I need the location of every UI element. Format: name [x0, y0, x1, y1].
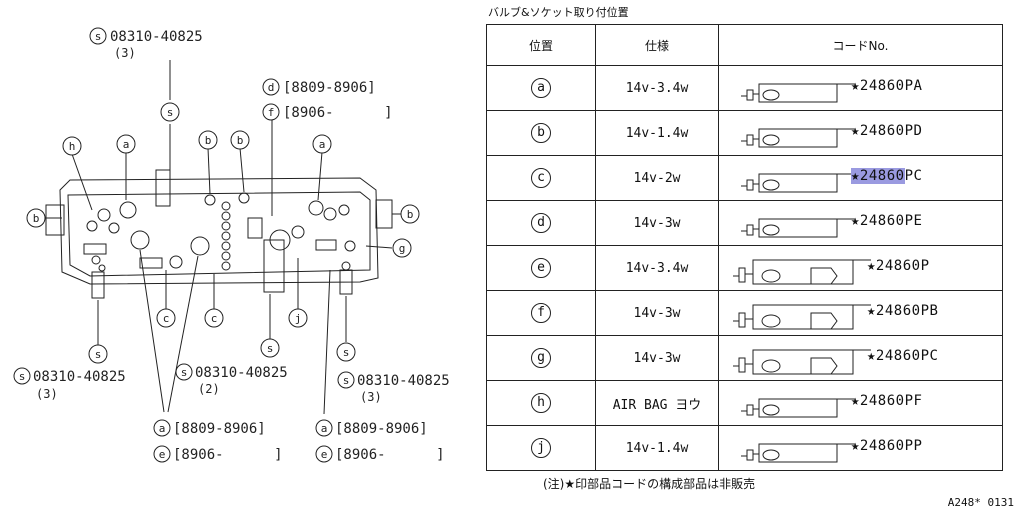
part-code: ★24860PF [851, 393, 923, 409]
callout-d-circle: d [268, 81, 275, 94]
footnote: (注)★印部品コードの構成部品は非販売 [543, 477, 756, 491]
spec-value: 14v-3w [595, 335, 719, 381]
part-code: ★24860PE [851, 213, 923, 229]
spec-value: 14v-3w [595, 290, 719, 336]
callout-s-bm-circle: s [181, 366, 188, 379]
position-marker: a [531, 78, 551, 98]
table-row: d 14v-3w ★24860PE [486, 200, 1003, 246]
position-marker: c [531, 168, 551, 188]
position-marker: e [531, 258, 551, 278]
wide-socket-icon [733, 259, 871, 285]
position-marker: d [531, 213, 551, 233]
callout-a-right: a [319, 138, 326, 151]
header-code: コードNo. [718, 24, 1003, 66]
table-title: バルブ&ソケット取り付位置 [488, 6, 629, 19]
short-socket-icon [741, 173, 855, 193]
quantity-bottom-right: (3) [360, 390, 382, 404]
callout-g: g [399, 242, 406, 255]
callout-h: h [69, 140, 76, 153]
wide-socket-icon [733, 304, 871, 330]
table-row: c 14v-2w ★24860PC [486, 155, 1003, 201]
callout-s-lower-left: s [95, 348, 102, 361]
callout-a-left: a [123, 138, 130, 151]
spec-value: 14v-2w [595, 155, 719, 201]
callout-s-lower-right: s [343, 346, 350, 359]
position-marker: g [531, 348, 551, 368]
spec-value: 14v-3w [595, 200, 719, 246]
spec-value: 14v-1.4w [595, 110, 719, 156]
part-code-suffix: PC [904, 168, 923, 184]
callout-b-mid1: b [205, 134, 212, 147]
short-socket-icon [741, 443, 855, 463]
part-number-bottom-right: 08310-40825 [357, 373, 450, 389]
spec-value: AIR BAG ヨウ [595, 380, 719, 426]
part-number-bottom-left: 08310-40825 [33, 369, 126, 385]
callout-j: j [295, 312, 302, 325]
quantity-bottom-left: (3) [36, 387, 58, 401]
table-row: j 14v-1.4w ★24860PP [486, 425, 1003, 471]
position-marker: b [531, 123, 551, 143]
callout-a1-circle: a [159, 422, 166, 435]
table-row: h AIR BAG ヨウ ★24860PF [486, 380, 1003, 426]
reference-number: A248* 0131 [947, 496, 1014, 509]
callout-c-right: c [211, 312, 218, 325]
callout-s-lower-mid: s [267, 342, 274, 355]
callout-f-circle: f [268, 106, 275, 119]
short-socket-icon [741, 218, 855, 238]
callout-e1-circle: e [159, 448, 166, 461]
table-header-row: 位置 仕様 コードNo. [486, 24, 1003, 66]
table-row: a 14v-3.4w ★24860PA [486, 65, 1003, 111]
highlighted-code-selection[interactable]: ★24860 [851, 168, 905, 184]
callout-s-top: s [95, 30, 102, 43]
range-a2: [8809-8906] [335, 421, 428, 437]
range-e1: [8906- ] [173, 447, 283, 463]
callout-c-left: c [163, 312, 170, 325]
quantity-top: (3) [114, 46, 136, 60]
spec-value: 14v-3.4w [595, 65, 719, 111]
part-code: ★24860PB [867, 303, 939, 319]
part-code: ★24860PC [867, 348, 939, 364]
spec-value: 14v-3.4w [595, 245, 719, 291]
part-code: ★24860PP [851, 438, 923, 454]
range-f: [8906- ] [283, 105, 393, 121]
part-code: ★24860PA [851, 78, 923, 94]
short-socket-icon [741, 128, 855, 148]
callout-b-left: b [33, 212, 40, 225]
table-row: b 14v-1.4w ★24860PD [486, 110, 1003, 156]
part-code: ★24860PD [851, 123, 923, 139]
wide-socket-icon [733, 349, 871, 375]
table-row: f 14v-3w ★24860PB [486, 290, 1003, 336]
range-e2: [8906- ] [335, 447, 445, 463]
callout-a2-circle: a [321, 422, 328, 435]
bulb-socket-table: 位置 仕様 コードNo. a 14v-3.4w ★24860PA b 14v-1… [486, 24, 1003, 471]
position-marker: h [531, 393, 551, 413]
header-spec: 仕様 [595, 24, 719, 66]
table-row: e 14v-3.4w ★24860P [486, 245, 1003, 291]
range-a1: [8809-8906] [173, 421, 266, 437]
callout-s-bl-circle: s [19, 370, 26, 383]
quantity-bottom-mid: (2) [198, 382, 220, 396]
callout-s-upper: s [167, 106, 174, 119]
callout-s-br-circle: s [343, 374, 350, 387]
range-d: [8809-8906] [283, 80, 376, 96]
spec-value: 14v-1.4w [595, 425, 719, 471]
position-marker: j [531, 438, 551, 458]
header-position: 位置 [486, 24, 596, 66]
part-number-top: 08310-40825 [110, 29, 203, 45]
callout-b-mid2: b [237, 134, 244, 147]
short-socket-icon [741, 83, 855, 103]
instrument-cluster-diagram: s s d f h a b b a b b g c c j s s s s s … [13, 27, 450, 463]
part-code: ★24860P [867, 258, 930, 274]
part-number-bottom-mid: 08310-40825 [195, 365, 288, 381]
table-row: g 14v-3w ★24860PC [486, 335, 1003, 381]
position-marker: f [531, 303, 551, 323]
callout-b-right: b [407, 208, 414, 221]
callout-e2-circle: e [321, 448, 328, 461]
short-socket-icon [741, 398, 855, 418]
